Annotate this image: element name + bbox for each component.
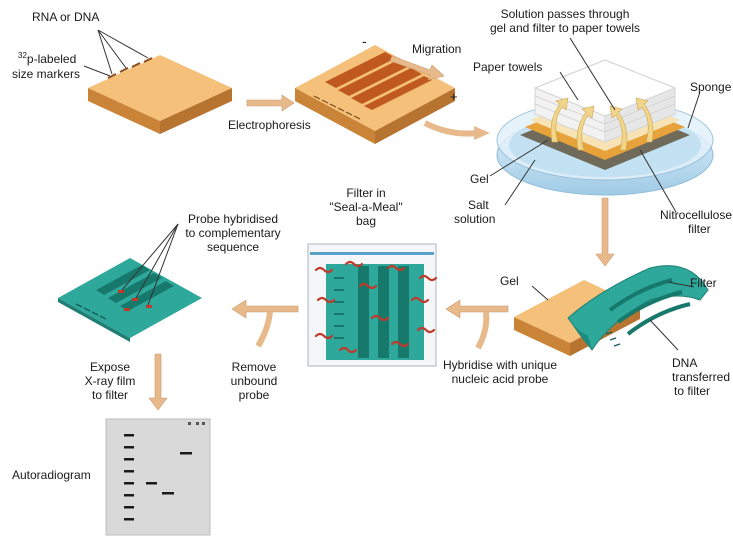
label-filter: Filter xyxy=(690,276,717,290)
label-expose-line2: X-ray film xyxy=(84,374,136,388)
label-plus: + xyxy=(450,89,458,104)
label-probe-line1: Probe hybridised xyxy=(187,212,279,226)
hybridise-arrow xyxy=(445,299,509,350)
label-probe-line3: sequence xyxy=(206,240,260,254)
gel-slab-electrophoresis xyxy=(295,45,455,144)
label-hybridise-line1: Hybridise with unique xyxy=(442,358,558,372)
label-nitro-line1: Nitrocellulose xyxy=(660,208,733,222)
transfer-setup-arrow xyxy=(423,120,490,140)
hybridised-filter xyxy=(58,258,202,342)
label-size-markers-line2: size markers xyxy=(12,67,81,81)
label-filter-in-line2: "Seal-a-Meal" xyxy=(329,200,403,214)
label-nitro-line2: filter xyxy=(688,222,711,236)
label-filter-in-line3: bag xyxy=(355,214,377,228)
probe-pointer-lines xyxy=(121,223,179,306)
label-migration: Migration xyxy=(412,42,462,56)
label-sponge: Sponge xyxy=(690,80,732,94)
transfer-dish xyxy=(496,59,714,196)
label-dna-line1: DNA xyxy=(672,356,698,370)
filter-pointer-lines xyxy=(531,281,695,351)
autoradiogram-film xyxy=(105,418,211,536)
label-salt-line1: Salt xyxy=(468,198,489,212)
migration-arrow xyxy=(389,55,445,81)
label-gel-bottom: Gel xyxy=(500,274,519,288)
label-size-markers-a: p-labeled xyxy=(26,52,77,66)
label-size-markers-line1: 32p-labeled xyxy=(18,51,77,67)
electrophoresis-arrow xyxy=(246,94,295,112)
label-salt-line2: solution xyxy=(454,212,496,226)
label-expose-line3: to filter xyxy=(91,388,128,402)
label-remove-line2: unbound xyxy=(230,374,278,388)
label-autoradiogram: Autoradiogram xyxy=(12,468,91,482)
remove-probe-arrow xyxy=(231,299,299,348)
gel-slab-loading xyxy=(88,55,232,134)
label-hybridise-line2: nucleic acid probe xyxy=(451,372,549,386)
label-solution-passes-line2: gel and filter to paper towels xyxy=(489,21,641,35)
label-solution-passes-line1: Solution passes through xyxy=(500,7,630,21)
label-probe-line2: to complementary xyxy=(185,226,281,240)
label-paper-towels: Paper towels xyxy=(473,60,543,74)
transfer-pointer-lines xyxy=(489,37,701,213)
label-rna-or-dna: RNA or DNA xyxy=(32,10,100,24)
label-filter-in-line1: Filter in xyxy=(346,186,386,200)
label-dna-line2: transferred xyxy=(672,370,731,384)
label-remove-line3: probe xyxy=(238,388,270,402)
label-remove-line1: Remove xyxy=(231,360,277,374)
label-size-markers-sup: 32 xyxy=(18,51,27,60)
label-gel-top: Gel xyxy=(470,172,489,186)
label-expose-line1: Expose xyxy=(89,360,131,374)
label-minus: - xyxy=(362,33,367,49)
down-arrow-to-filter xyxy=(595,197,615,267)
seal-a-meal-bag xyxy=(307,243,438,367)
label-dna-line3: to filter xyxy=(674,384,711,398)
down-arrow-to-film xyxy=(148,353,168,411)
label-electrophoresis: Electrophoresis xyxy=(228,118,311,132)
gel-and-filter xyxy=(514,265,709,356)
sample-pointer-lines xyxy=(83,29,149,77)
